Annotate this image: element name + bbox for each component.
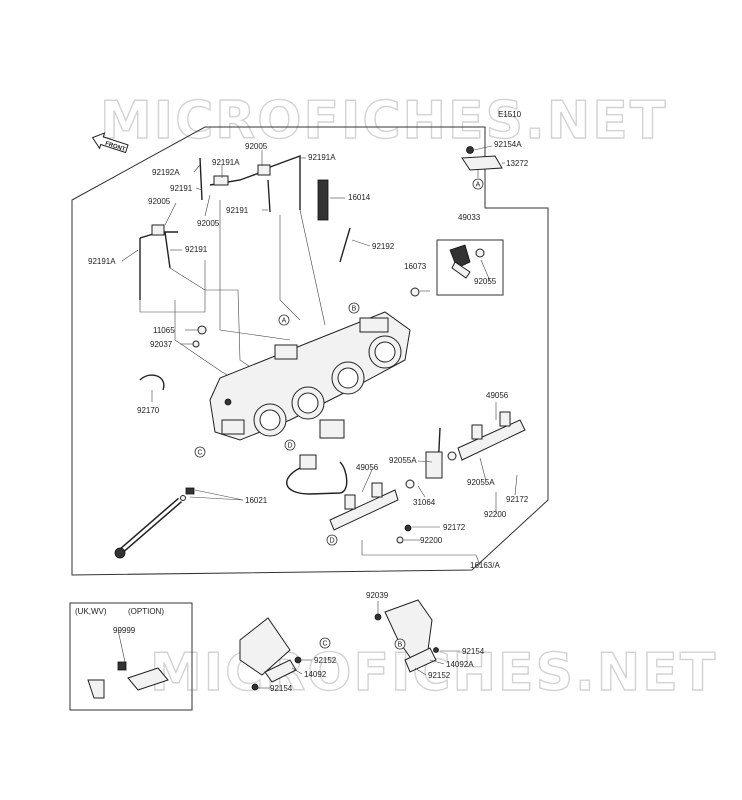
bracket-13272: A bbox=[461, 146, 503, 190]
pressure-hose-16021 bbox=[114, 487, 195, 559]
label-92170: 92170 bbox=[137, 406, 160, 415]
label-92037: 92037 bbox=[150, 340, 173, 349]
label-92055A-b: 92055A bbox=[467, 478, 495, 487]
label-92191-c: 92191 bbox=[185, 245, 208, 254]
label-92191-a: 92191 bbox=[170, 184, 193, 193]
sensor-harness: D bbox=[284, 439, 348, 495]
ref-letter-A: A bbox=[282, 318, 287, 325]
label-92005-a: 92005 bbox=[245, 142, 268, 151]
label-92191A-b: 92191A bbox=[212, 158, 240, 167]
label-92005-b: 92005 bbox=[148, 197, 171, 206]
throttle-body-assembly bbox=[209, 311, 411, 441]
ref-letter-C-bottom: C bbox=[322, 641, 327, 648]
label-92192: 92192 bbox=[372, 242, 395, 251]
bracket-14092 bbox=[239, 617, 302, 691]
label-92005-c: 92005 bbox=[197, 219, 220, 228]
ref-letter-B-bottom: B bbox=[398, 642, 403, 649]
label-92191-b: 92191 bbox=[226, 206, 249, 215]
injector-kit-box bbox=[436, 239, 504, 296]
injector-49033 bbox=[410, 244, 485, 297]
label-99999: 99999 bbox=[113, 626, 136, 635]
label-92152-b: 92152 bbox=[428, 671, 451, 680]
label-14092A: 14092A bbox=[446, 660, 474, 669]
option-connector-part bbox=[87, 661, 169, 699]
ref-letter-B: B bbox=[352, 306, 357, 313]
main-assembly-outline bbox=[71, 126, 549, 576]
label-92192A: 92192A bbox=[152, 168, 180, 177]
option-label: (OPTION) bbox=[128, 607, 164, 616]
leader-lines bbox=[117, 150, 518, 689]
label-92154-b: 92154 bbox=[462, 647, 485, 656]
label-49056-a: 49056 bbox=[486, 391, 509, 400]
label-92200-a: 92200 bbox=[484, 510, 507, 519]
label-92172-a: 92172 bbox=[506, 495, 529, 504]
label-92191A-c: 92191A bbox=[88, 257, 116, 266]
label-92191A-a: 92191A bbox=[308, 153, 336, 162]
option-region: (UK,WV) bbox=[75, 607, 107, 616]
label-92055: 92055 bbox=[474, 277, 497, 286]
watermark-top: MICROFICHES.NET bbox=[100, 91, 667, 151]
label-49033: 49033 bbox=[458, 213, 481, 222]
ref-letter-D-top: D bbox=[287, 443, 292, 450]
option-box bbox=[69, 602, 193, 711]
ref-letter-C: C bbox=[197, 450, 202, 457]
label-92055A-a: 92055A bbox=[389, 456, 417, 465]
diagram-code: E1510 bbox=[498, 110, 522, 119]
label-11065: 11065 bbox=[153, 326, 175, 335]
label-92039: 92039 bbox=[366, 591, 389, 600]
fuel-rail-lower bbox=[329, 482, 412, 544]
clip-92170 bbox=[139, 374, 165, 391]
label-92200-b: 92200 bbox=[420, 536, 443, 545]
label-92152-a: 92152 bbox=[314, 656, 337, 665]
label-16073: 16073 bbox=[404, 262, 427, 271]
label-92154A: 92154A bbox=[494, 140, 522, 149]
ref-letter-A-top: A bbox=[476, 182, 481, 189]
label-14092: 14092 bbox=[304, 670, 327, 679]
label-16021: 16021 bbox=[245, 496, 268, 505]
label-31064: 31064 bbox=[413, 498, 436, 507]
ref-letter-D-rail: D bbox=[329, 538, 334, 545]
vacuum-hoses bbox=[139, 154, 351, 300]
label-16163A: 16163/A bbox=[470, 561, 500, 570]
part-92037-icon bbox=[192, 340, 200, 348]
label-92172-b: 92172 bbox=[443, 523, 466, 532]
label-16014: 16014 bbox=[348, 193, 371, 202]
label-13272: 13272 bbox=[506, 159, 529, 168]
label-49056-b: 49056 bbox=[356, 463, 379, 472]
fuel-rail-upper bbox=[405, 411, 526, 489]
part-11065-icon bbox=[197, 325, 207, 335]
label-92154-a: 92154 bbox=[270, 684, 293, 693]
